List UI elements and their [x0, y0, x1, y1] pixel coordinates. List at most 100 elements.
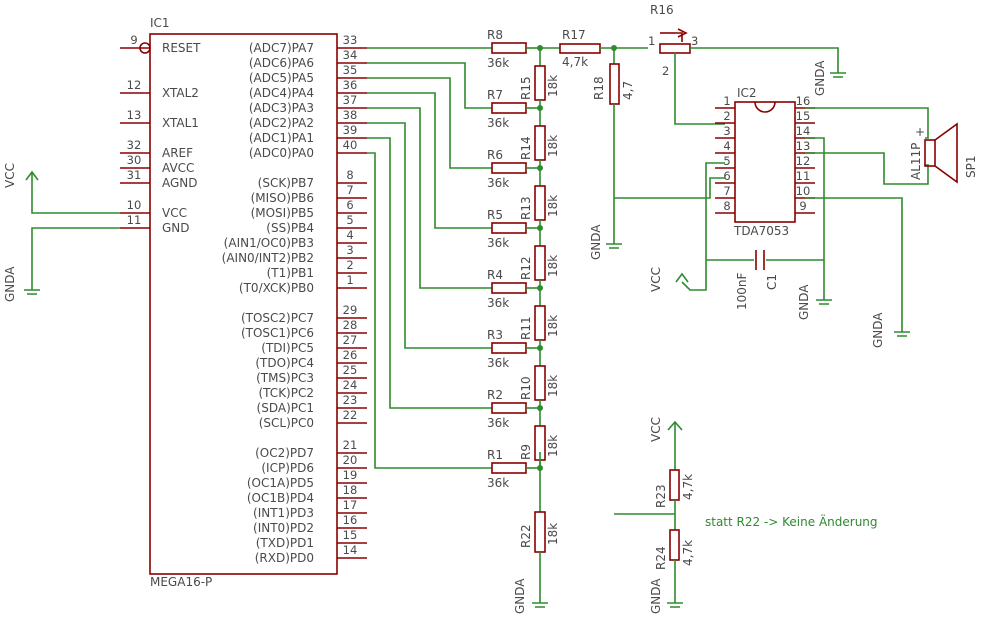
r16-name: R16 — [650, 3, 674, 17]
ladder-v-resistor-name: R15 — [519, 76, 533, 100]
ic1-right-pin-number: 15 — [343, 528, 358, 542]
ladder-v-resistor-value: 18k — [546, 435, 560, 457]
ic1-left-pin-label: GND — [162, 221, 190, 235]
ic1-right-pin-number: 3 — [346, 243, 353, 257]
note-text: statt R22 -> Keine Änderung — [705, 514, 878, 529]
gnda-label-ladder: GNDA — [513, 578, 527, 614]
gnda-label-ic2: GNDA — [871, 312, 885, 348]
ic2-left-pin-number: 2 — [723, 109, 730, 123]
ic2-right-pin-number: 14 — [796, 124, 811, 138]
ic1-right-pin-label: (TXD)PD1 — [256, 536, 314, 550]
ladder-v-resistor-value: 18k — [546, 255, 560, 277]
ladder-h-resistor-body — [491, 42, 527, 54]
ic1-right-pin-label: (TCK)PC2 — [259, 386, 315, 400]
ic1-right-pin-number: 18 — [343, 483, 358, 497]
ic2-notch — [754, 101, 776, 113]
ic1-left-pin-label: XTAL1 — [162, 116, 199, 130]
ic1-right-pin-label: (INT0)PD2 — [253, 521, 314, 535]
ladder-v-resistor-value: 18k — [546, 135, 560, 157]
ladder-h-resistor-body — [491, 462, 527, 474]
ic1-right-pin-number: 1 — [346, 273, 353, 287]
ic1-right-pin-label: (SCK)PB7 — [258, 176, 314, 190]
ic2-name: IC2 — [737, 86, 757, 100]
ladder-h-resistor-name: R1 — [487, 448, 503, 462]
speaker-name: SP1 — [964, 156, 978, 179]
ladder-v-resistor-body — [534, 65, 546, 101]
ic1-right-pin-number: 39 — [343, 123, 358, 137]
ic1-left-pin-label: AGND — [162, 176, 198, 190]
ic1-right-pin-number: 19 — [343, 468, 358, 482]
r17-name: R17 — [562, 28, 586, 42]
ladder-h-resistor-body — [491, 282, 527, 294]
ladder-v-resistor-name: R14 — [519, 136, 533, 160]
ic2-body — [734, 101, 796, 223]
ic1-left-pin-number: 13 — [127, 108, 142, 122]
ladder-v-resistor-value: 18k — [546, 315, 560, 337]
ic1-right-pin-number: 40 — [343, 138, 358, 152]
ic1-right-pin-label: (INT1)PD3 — [253, 506, 314, 520]
c1-name: C1 — [765, 274, 779, 290]
ic1-body — [149, 33, 338, 575]
ic1-right-pin-number: 16 — [343, 513, 358, 527]
r23-body — [669, 469, 680, 501]
ic1-right-pin-number: 6 — [346, 198, 353, 212]
r22-name: R22 — [519, 524, 533, 548]
ladder-h-resistor-body — [491, 162, 527, 174]
ic1-supply-wiring: VCC GNDA — [3, 163, 120, 302]
ic1-right-pin-number: 25 — [343, 363, 358, 377]
ic1-right-pin-label: (AIN1/OC0)PB3 — [224, 236, 314, 250]
ladder-h-resistor-body — [491, 342, 527, 354]
ladder-h-resistor-value: 36k — [487, 176, 509, 190]
ladder-h-resistor-name: R6 — [487, 148, 503, 162]
ic1-right-pin-number: 14 — [343, 543, 358, 557]
ic1-right-pin-label: (ADC2)PA2 — [249, 116, 314, 130]
gnda-label-r16: GNDA — [813, 60, 827, 96]
ic1-right-pin-number: 17 — [343, 498, 358, 512]
speaker-body — [924, 139, 936, 167]
wire-port-a — [367, 137, 492, 409]
ic1-right-pin-label: (ADC3)PA3 — [249, 101, 314, 115]
r22-value: 18k — [546, 523, 560, 545]
ic1-right-pin-number: 7 — [346, 183, 353, 197]
ic2-right-pin-number: 16 — [796, 94, 811, 108]
wire-port-a — [367, 152, 492, 469]
ic1-right-pin-number: 34 — [343, 48, 358, 62]
ic1-right-pin-label: (OC2)PD7 — [255, 446, 314, 460]
ladder-h-resistor-body — [491, 402, 527, 414]
ic1-right-pin-label: (OC1B)PD4 — [247, 491, 314, 505]
reset-inversion-circle — [139, 42, 151, 54]
wire-port-a — [367, 92, 492, 229]
ic1-right-pin-label: (TOSC2)PC7 — [241, 311, 314, 325]
ic1-right-pin-number: 5 — [346, 213, 353, 227]
ic1-right-pin-label: (TMS)PC3 — [256, 371, 314, 385]
ic1-right-pin-label: (MOSI)PB5 — [251, 206, 314, 220]
r17-body — [559, 43, 601, 54]
ladder-h-resistor-value: 36k — [487, 296, 509, 310]
ic1-left-pin-label: VCC — [162, 206, 187, 220]
ic2-left-pin-number: 5 — [723, 154, 730, 168]
r24-value: 4,7k — [681, 540, 695, 566]
ladder-v-resistor-body — [534, 125, 546, 161]
r16-pin1: 1 — [648, 34, 655, 48]
ic1-right-pin-label: (ADC5)PA5 — [249, 71, 314, 85]
ic2-left-pin-number: 7 — [723, 184, 730, 198]
divider-r23-r24: VCC R23 4,7k R24 4,7k GNDA statt R22 -> … — [614, 417, 878, 614]
ic2-right-pin-number: 15 — [796, 109, 811, 123]
vcc-label-1: VCC — [3, 163, 17, 188]
r18-body — [609, 63, 620, 105]
ic1-right-pin-label: (OC1A)PD5 — [247, 476, 314, 490]
ic2-right-pin-number: 9 — [799, 199, 806, 213]
ic2-left-pin-number: 8 — [723, 199, 730, 213]
ic1-right-pin-number: 23 — [343, 393, 358, 407]
ladder-h-resistor-name: R8 — [487, 28, 503, 42]
ic1-part: MEGA16-P — [150, 575, 212, 589]
ic1-right-pin-number: 27 — [343, 333, 358, 347]
wire-port-a — [367, 77, 492, 169]
ic2-left-pin-number: 1 — [723, 94, 730, 108]
ic1-right-pin-label: (ADC6)PA6 — [249, 56, 314, 70]
ic1-left-pin-number: 30 — [127, 153, 142, 167]
ladder-h-resistor-value: 36k — [487, 356, 509, 370]
r2r-ladder: R836kR736kR636kR536kR436kR336kR236kR136k… — [367, 28, 560, 490]
